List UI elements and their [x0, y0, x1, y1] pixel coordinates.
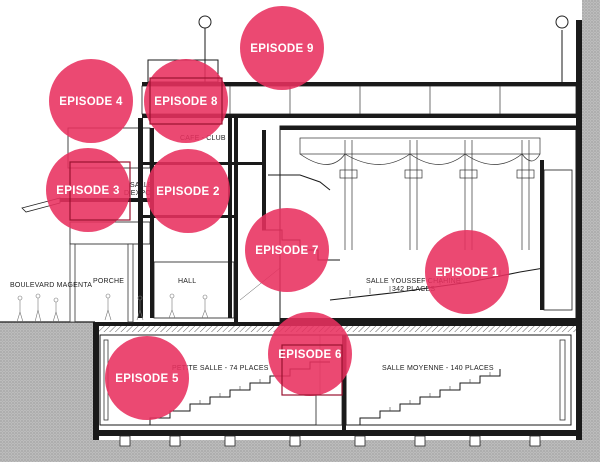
- label-porche: PORCHE: [93, 278, 124, 285]
- label-hall: HALL: [178, 278, 196, 285]
- episode-9-label: EPISODE 9: [250, 43, 313, 55]
- episode-4-label: EPISODE 4: [59, 96, 123, 108]
- label-petite-salle: PETITE SALLE - 74 PLACES: [172, 365, 269, 372]
- episode-6-marker[interactable]: EPISODE 6: [268, 312, 352, 396]
- label-salle-moyenne: SALLE MOYENNE - 140 PLACES: [382, 365, 494, 372]
- episode-5-marker[interactable]: EPISODE 5: [105, 336, 189, 420]
- label-salle-expo-1: SALLE: [130, 182, 153, 189]
- episode-markers: EPISODE 1 EPISODE 2 EPISODE 3 EPISODE 4 …: [46, 6, 509, 420]
- episode-7-label: EPISODE 7: [255, 245, 318, 257]
- episode-9-marker[interactable]: EPISODE 9: [240, 6, 324, 90]
- episode-5-label: EPISODE 5: [115, 373, 179, 385]
- episode-7-marker[interactable]: EPISODE 7: [245, 208, 329, 292]
- episode-4-marker[interactable]: EPISODE 4: [49, 59, 133, 143]
- label-salle-youssef: SALLE YOUSSEF CHAHINE: [366, 278, 461, 285]
- episode-1-marker[interactable]: EPISODE 1: [425, 230, 509, 314]
- label-boulevard: BOULEVARD MAGENTA: [10, 282, 92, 289]
- episode-8-label: EPISODE 8: [154, 96, 218, 108]
- ornate-columns: [299, 137, 541, 250]
- episode-2-label: EPISODE 2: [156, 186, 219, 198]
- label-salle-expo-2: D'EXPO: [124, 190, 151, 197]
- episode-3-marker[interactable]: EPISODE 3: [46, 148, 131, 232]
- episode-6-label: EPISODE 6: [278, 349, 341, 361]
- episode-1-label: EPISODE 1: [435, 267, 499, 279]
- label-salle-youssef-places: 342 PLACES: [392, 286, 435, 293]
- episode-2-marker[interactable]: EPISODE 2: [146, 149, 230, 233]
- episode-8-marker[interactable]: EPISODE 8: [144, 59, 228, 143]
- people-figures: [16, 293, 209, 323]
- foundation-piles: [119, 435, 541, 447]
- episode-3-label: EPISODE 3: [56, 185, 119, 197]
